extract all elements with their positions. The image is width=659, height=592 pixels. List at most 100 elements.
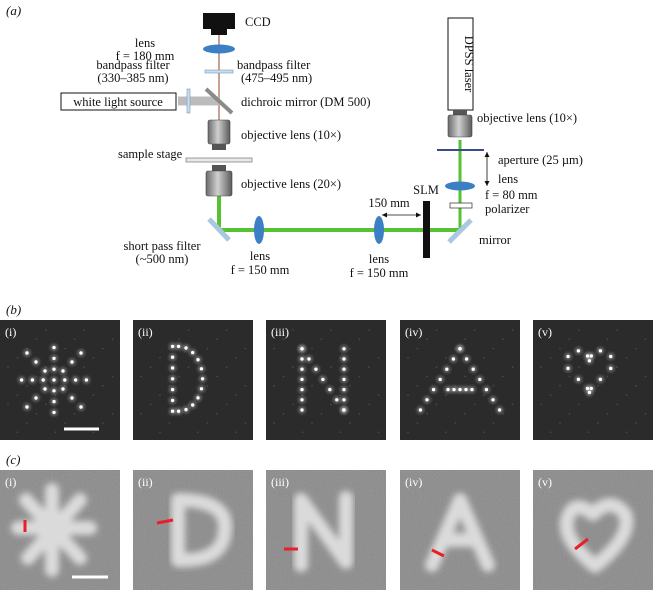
dot <box>576 349 581 353</box>
dot <box>19 378 24 382</box>
dot <box>300 387 304 392</box>
dot <box>79 351 83 355</box>
dot <box>63 378 67 382</box>
panel-c-numeral: (i) <box>5 475 16 489</box>
panel-b-background <box>133 320 253 440</box>
dot <box>300 357 304 361</box>
dot <box>418 408 423 412</box>
dot <box>52 356 56 361</box>
dot <box>52 345 56 350</box>
dot <box>464 357 469 361</box>
panel-c-noise <box>400 470 520 590</box>
panel-b-1: (i) <box>0 320 120 440</box>
panel-b-numeral: (iii) <box>271 325 289 339</box>
dot <box>609 354 613 359</box>
pattern-N <box>298 344 348 414</box>
panel-c-numeral: (iii) <box>271 475 289 489</box>
dot <box>73 378 78 382</box>
setup-diagram: CCD lens f = 180 mm bandpass filter (475… <box>60 13 583 280</box>
sample-stage <box>185 157 253 163</box>
dot <box>446 387 450 392</box>
white-light-source-box <box>60 92 177 111</box>
panel-b-4: (iv) <box>400 320 520 440</box>
bp-left-label-1: bandpass filter <box>96 58 170 72</box>
obj10-label: objective lens (10×) <box>241 128 341 142</box>
dot <box>342 408 346 412</box>
panel-c-4: (iv) <box>400 470 520 590</box>
red-marker <box>574 537 589 551</box>
ccd-camera: CCD <box>203 13 271 35</box>
dot <box>471 367 475 371</box>
dot <box>445 367 449 371</box>
dot <box>307 357 311 361</box>
lens-top-focal: f = 180 mm <box>116 49 175 63</box>
dot <box>321 377 325 382</box>
glow-D <box>171 493 233 568</box>
dot <box>61 369 65 373</box>
pattern-A <box>416 344 504 414</box>
dot <box>199 367 204 371</box>
dichroic-mirror <box>204 87 234 115</box>
lens-a-label: lens <box>250 249 270 263</box>
lens-a-focal: f = 150 mm <box>231 263 290 277</box>
lens-top-label: lens <box>135 36 155 50</box>
short-pass-filter <box>207 217 231 242</box>
sample-stage-label: sample stage <box>118 147 183 161</box>
panel-c-noise <box>133 470 253 590</box>
bp-left-label-2: (330–385 nm) <box>97 71 168 85</box>
dot <box>342 377 346 382</box>
dot <box>176 344 181 349</box>
ccd-label: CCD <box>245 15 271 29</box>
sp-filter-label-2: (~500 nm) <box>136 252 189 266</box>
dot <box>328 387 332 392</box>
slm-label: SLM <box>413 183 439 197</box>
dot <box>199 387 204 391</box>
dot <box>70 396 74 400</box>
background-dot-grid <box>540 329 647 434</box>
distance-arrow-150mm <box>382 212 421 218</box>
dot <box>300 398 304 402</box>
dot <box>25 405 29 409</box>
panel-c-5: (v) <box>533 470 653 590</box>
dot <box>425 398 429 402</box>
dot <box>342 387 346 392</box>
dot <box>170 355 175 359</box>
panel-b-numeral: (v) <box>538 325 552 339</box>
dot <box>170 409 175 413</box>
pattern-heart <box>564 346 615 397</box>
dot <box>43 369 47 373</box>
dot <box>566 354 570 359</box>
lens-b-focal: f = 150 mm <box>350 266 409 280</box>
bp-right-label-1: bandpass filter <box>237 58 311 72</box>
panel-c-3: (iii) <box>266 470 386 590</box>
panel-c-numeral: (iv) <box>405 475 422 489</box>
dot <box>609 366 613 371</box>
glow-asterisk <box>11 483 97 577</box>
dot <box>458 347 462 351</box>
dot <box>300 377 304 382</box>
mirror <box>447 218 473 244</box>
dot <box>52 389 56 393</box>
dot <box>598 349 603 353</box>
laser-label: DPSS laser <box>462 36 476 93</box>
dot <box>587 359 592 363</box>
dot <box>170 387 175 392</box>
aperture-distance-arrow <box>484 152 490 186</box>
dot <box>184 346 188 350</box>
dot <box>566 366 570 371</box>
dot <box>497 408 502 412</box>
dot <box>176 409 181 413</box>
glow-N <box>294 491 353 572</box>
pattern-D <box>168 342 207 416</box>
dichroic-label: dichroic mirror (DM 500) <box>241 95 370 109</box>
panel-c-2: (ii) <box>133 470 253 590</box>
panel-c-numeral: (ii) <box>138 475 153 489</box>
lens-top <box>203 44 235 54</box>
bandpass-filter-excitation <box>186 88 191 114</box>
dot <box>342 367 346 371</box>
panel-label-b: (b) <box>6 302 21 317</box>
bp-right-label-2: (475–495 nm) <box>241 71 312 85</box>
dot <box>52 399 56 404</box>
dot <box>191 350 195 355</box>
